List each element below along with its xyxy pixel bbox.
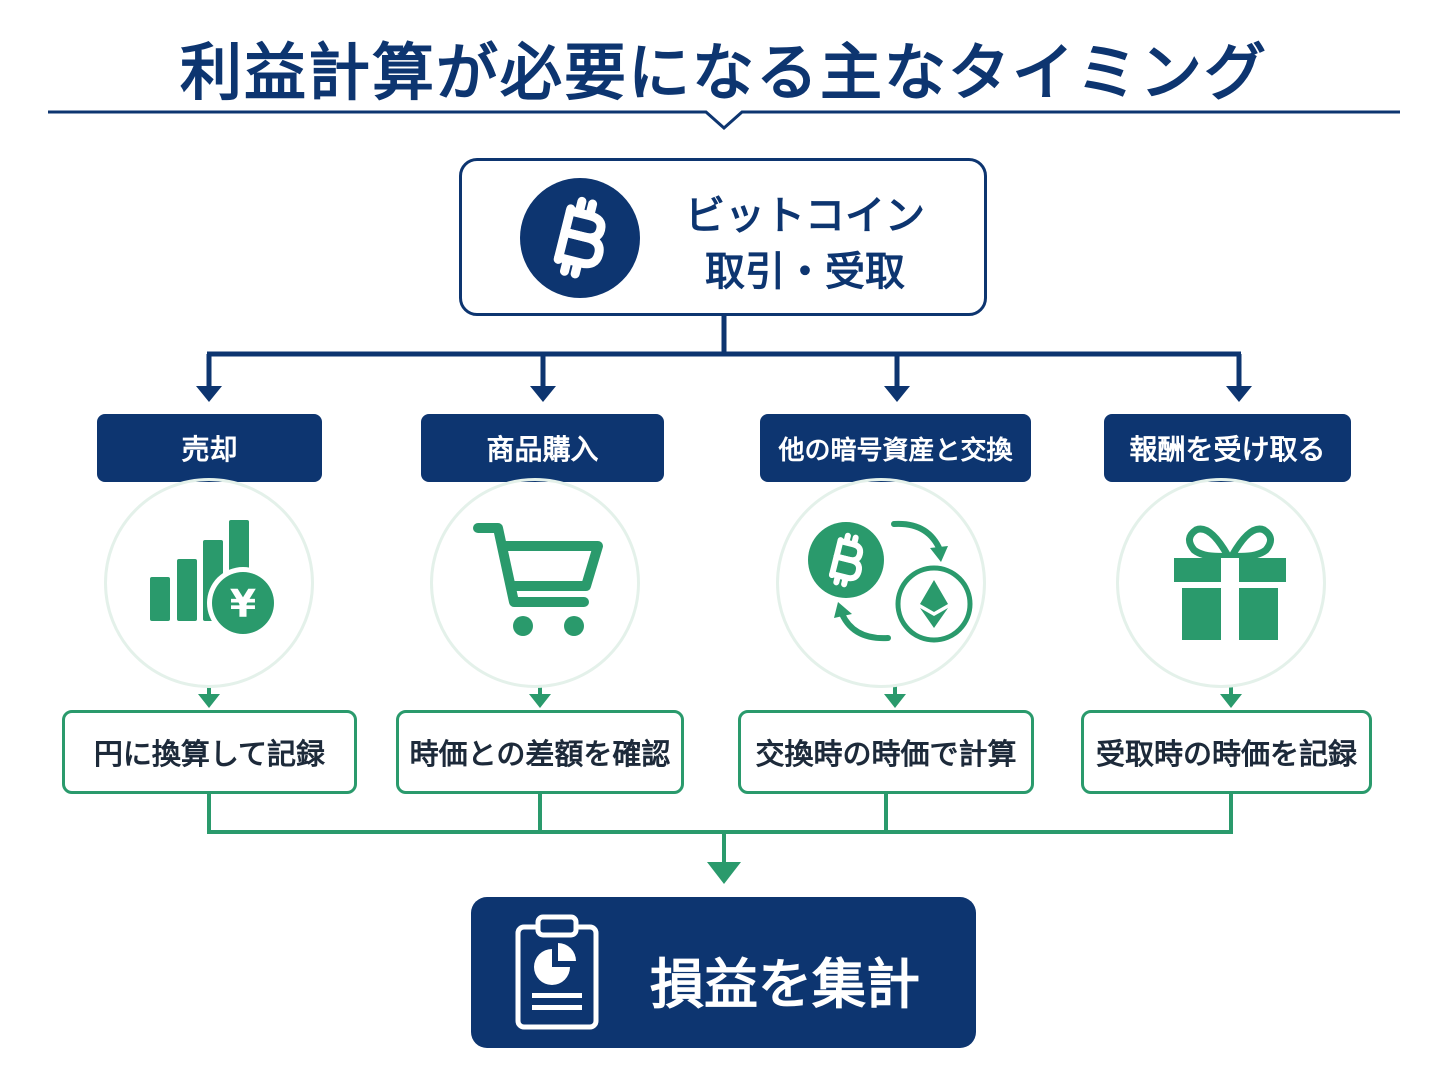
icon-circle-purchase: [430, 478, 640, 688]
bitcoin-transaction-label: ビットコイン 取引・受取: [660, 188, 950, 300]
clipboard-report-icon: [512, 913, 602, 1035]
profit-loss-summary-label: 損益を集計: [650, 953, 920, 1016]
page-title: 利益計算が必要になる主なタイミング: [179, 36, 1268, 109]
category-exchange: 他の暗号資産と交換: [760, 414, 1031, 482]
step-purchase: 時価との差額を確認: [396, 710, 684, 794]
step-reward: 受取時の時価を記録: [1081, 710, 1372, 794]
svg-text:¥: ¥: [230, 582, 256, 626]
chart-yen-icon: ¥: [144, 515, 284, 644]
category-purchase: 商品購入: [421, 414, 664, 482]
bitcoin-icon: [520, 178, 640, 298]
top-line-2: 取引・受取: [705, 249, 905, 295]
icon-circle-reward: [1116, 478, 1326, 688]
icon-circle-sell: [104, 478, 314, 688]
shopping-cart-icon: [472, 518, 607, 647]
step-sell: 円に換算して記録: [62, 710, 357, 794]
top-line-1: ビットコイン: [685, 193, 925, 239]
category-reward: 報酬を受け取る: [1104, 414, 1351, 482]
gift-icon: [1170, 520, 1290, 646]
icon-circle-exchange: [776, 478, 986, 688]
step-exchange: 交換時の時価で計算: [738, 710, 1034, 794]
crypto-exchange-icon: [800, 514, 980, 653]
category-sell: 売却: [97, 414, 322, 482]
